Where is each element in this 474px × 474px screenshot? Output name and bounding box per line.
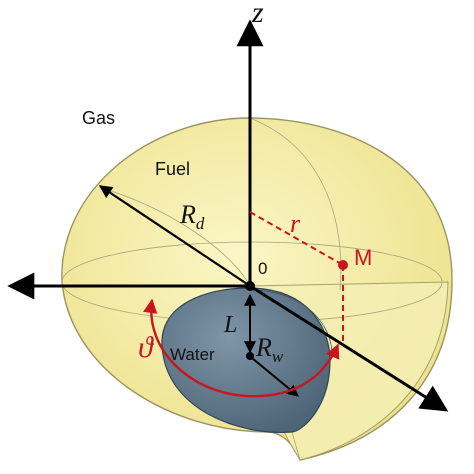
l-label: L	[223, 312, 237, 338]
rw-label: Rw	[255, 333, 284, 366]
point-m-marker	[338, 260, 348, 270]
rd-label-sub: d	[196, 214, 205, 233]
point-m-construction	[249, 211, 348, 345]
rd-vector	[98, 185, 251, 287]
water-label: Water	[170, 345, 215, 364]
fuel-label: Fuel	[155, 159, 190, 179]
theta-label: ϑ	[138, 331, 155, 364]
rd-label-main: R	[179, 200, 196, 229]
origin-dot	[245, 281, 255, 291]
theta-arc	[143, 298, 340, 398]
water-center-dot	[246, 352, 254, 360]
z-axis-label: z	[251, 0, 264, 29]
r-label: r	[290, 209, 301, 238]
origin-label: 0	[258, 259, 267, 278]
rw-label-sub: w	[272, 347, 284, 366]
rd-label: Rd	[179, 200, 205, 233]
m-label: M	[354, 245, 372, 270]
gas-label: Gas	[82, 108, 115, 128]
rw-label-main: R	[255, 333, 272, 362]
